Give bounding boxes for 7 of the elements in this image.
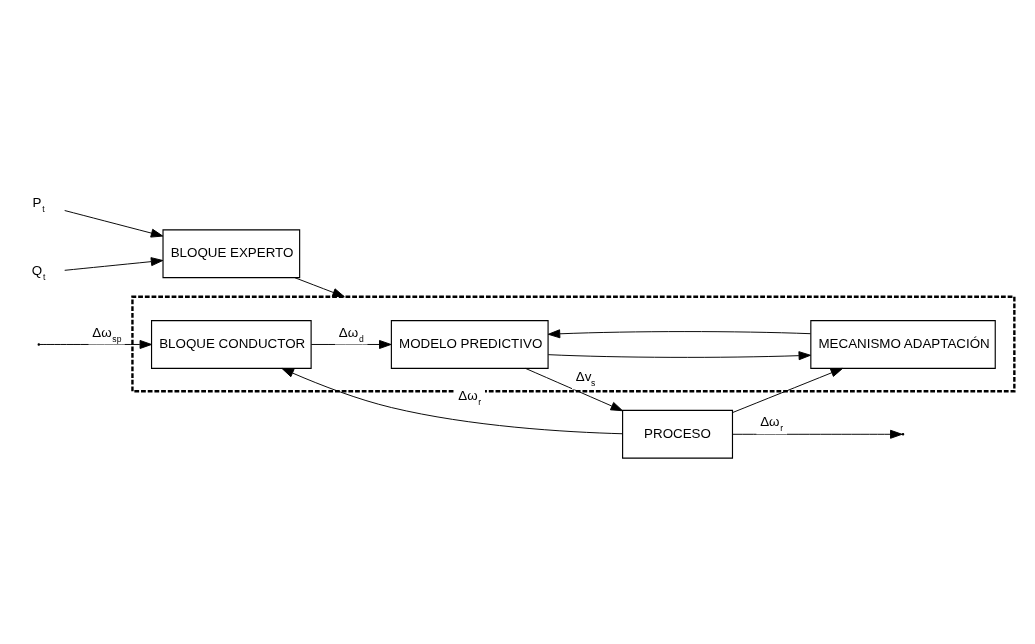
edge-label: Δω$_{r}$: [760, 413, 784, 433]
edge-label: Δω$_{d}$: [338, 324, 364, 344]
node-text: Q$_{t}$: [31, 262, 46, 282]
node-text: P$_{t}$: [32, 194, 45, 214]
edge-label: Δv$_{s}$: [575, 368, 596, 388]
edge-label: Δω$_{sp}$: [92, 324, 122, 344]
edge-label: Δω$_{r}$: [458, 387, 482, 407]
